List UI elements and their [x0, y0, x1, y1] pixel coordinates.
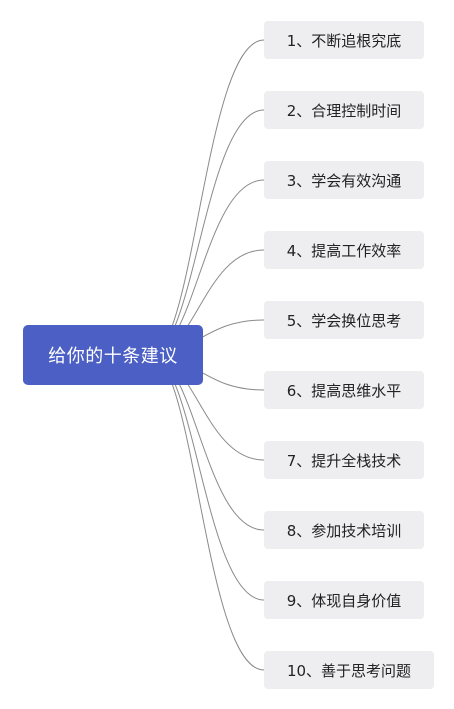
- branch-label-10: 10、善于思考问题: [286, 661, 412, 680]
- connector-2: [149, 109, 265, 356]
- branch-node-10[interactable]: 10、善于思考问题: [264, 651, 434, 689]
- branch-label-8: 8、参加技术培训: [286, 521, 402, 540]
- branch-node-3[interactable]: 3、学会有效沟通: [264, 161, 424, 199]
- branch-node-9[interactable]: 9、体现自身价值: [264, 581, 424, 619]
- branch-label-1: 1、不断追根究底: [286, 31, 402, 50]
- root-node[interactable]: 给你的十条建议: [23, 325, 203, 385]
- branch-label-7: 7、提升全栈技术: [286, 451, 402, 470]
- branch-label-5: 5、学会换位思考: [286, 311, 402, 330]
- branch-label-9: 9、体现自身价值: [286, 591, 402, 610]
- connector-1: [149, 39, 265, 356]
- branch-label-6: 6、提高思维水平: [286, 381, 402, 400]
- root-label: 给你的十条建议: [48, 346, 178, 367]
- branch-node-1[interactable]: 1、不断追根究底: [264, 21, 424, 59]
- branch-node-8[interactable]: 8、参加技术培训: [264, 511, 424, 549]
- branch-node-5[interactable]: 5、学会换位思考: [264, 301, 424, 339]
- connector-10: [149, 354, 265, 671]
- branch-node-6[interactable]: 6、提高思维水平: [264, 371, 424, 409]
- branch-node-2[interactable]: 2、合理控制时间: [264, 91, 424, 129]
- branch-node-4[interactable]: 4、提高工作效率: [264, 231, 424, 269]
- branch-node-7[interactable]: 7、提升全栈技术: [264, 441, 424, 479]
- branch-label-3: 3、学会有效沟通: [286, 171, 402, 190]
- branch-label-4: 4、提高工作效率: [286, 241, 402, 260]
- connector-9: [149, 354, 265, 601]
- branch-label-2: 2、合理控制时间: [286, 101, 402, 120]
